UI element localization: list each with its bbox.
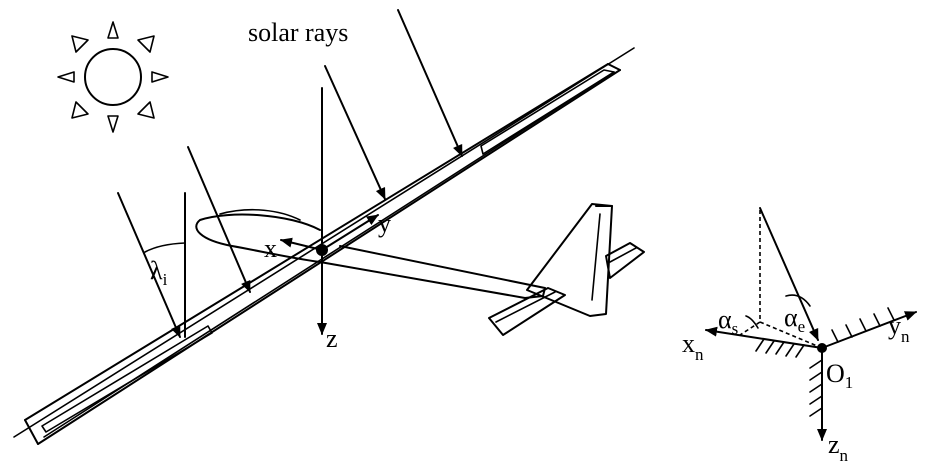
- alpha-s-label: αs: [718, 305, 738, 338]
- alpha-e-arc: [785, 294, 811, 307]
- y-axis-label: y: [378, 209, 391, 238]
- alpha-s-arc: [745, 315, 759, 329]
- horizontal-stabilizer: [488, 242, 645, 336]
- origin-point: [316, 244, 328, 256]
- y-axis: [321, 214, 379, 251]
- solar-ray-arrow: [117, 192, 181, 338]
- fuselage: [195, 213, 546, 299]
- projection-line: [759, 321, 823, 349]
- main-wing: [13, 47, 635, 445]
- origin-point-o1: [817, 343, 827, 353]
- yn-axis-label: yn: [888, 311, 910, 346]
- solar-ray-arrow: [187, 146, 251, 293]
- z-axis-label: z: [326, 324, 338, 353]
- projection-line: [739, 321, 761, 336]
- alpha-e-label: αe: [784, 303, 805, 336]
- zn-axis-label: zn: [828, 430, 849, 465]
- ground-hatching: [755, 307, 895, 417]
- body-axes: x y z: [264, 87, 391, 353]
- solar-ray-arrow: [397, 9, 463, 157]
- sun-vector: [759, 207, 819, 341]
- canopy: [219, 208, 301, 221]
- x-axis: [280, 237, 323, 251]
- lambda-angle-arc: [144, 242, 186, 253]
- x-axis-label: x: [264, 234, 277, 263]
- solar-rays-label: solar rays: [248, 18, 348, 47]
- solar-ray-arrow: [324, 65, 386, 200]
- o1-label: O1: [826, 359, 853, 392]
- lambda-label: λi: [150, 256, 168, 289]
- glider: [13, 47, 645, 445]
- xn-axis-label: xn: [682, 329, 704, 364]
- navigation-frame: αs αe xn yn O1 zn: [682, 207, 917, 465]
- vertical-tail: [526, 203, 613, 317]
- sun-icon: [57, 21, 169, 133]
